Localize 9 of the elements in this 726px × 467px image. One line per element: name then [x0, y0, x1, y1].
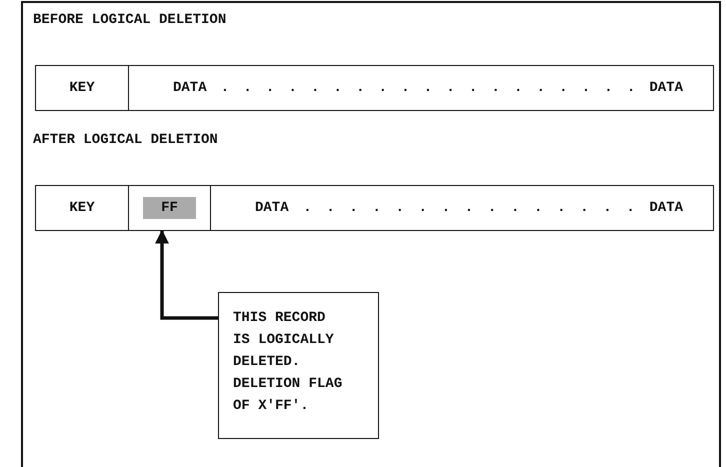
- section-heading: BEFORE LOGICAL DELETION: [33, 12, 226, 28]
- data-field: DATA . . . . . . . . . . . . . . . DATA: [210, 185, 714, 231]
- flag-field: FF: [128, 185, 211, 231]
- section-heading: AFTER LOGICAL DELETION: [33, 132, 218, 148]
- data-field: DATA . . . . . . . . . . . . . . . . . . . DATA: [128, 65, 714, 111]
- arrow: [155, 230, 218, 320]
- callout-box: THIS RECORD IS LOGICALLY DELETED. DELETION FLAG OF X'FF'.: [218, 292, 379, 439]
- key-field: KEY: [35, 185, 129, 231]
- key-field: KEY: [35, 65, 129, 111]
